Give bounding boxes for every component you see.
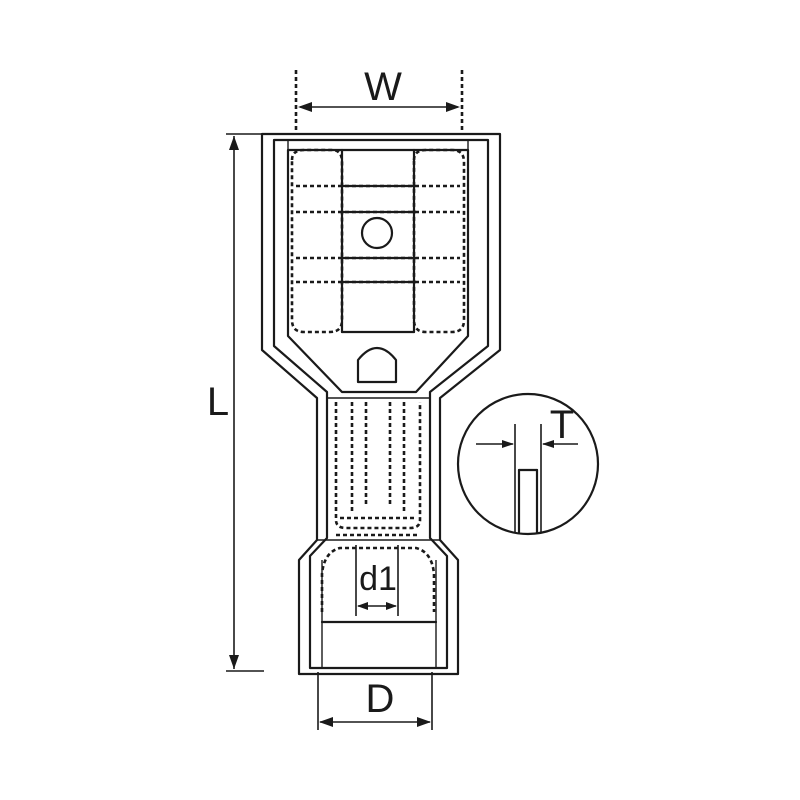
- thickness-label: T: [550, 403, 574, 447]
- dimple: [356, 346, 398, 384]
- inner-diameter-dimension: d1: [355, 545, 399, 616]
- length-label: L: [207, 380, 229, 424]
- tab-center: [340, 148, 416, 384]
- spring-contacts: [290, 148, 466, 334]
- outer-diameter-label: D: [366, 677, 395, 721]
- tab-hole: [360, 216, 394, 250]
- width-dimension: W: [294, 65, 464, 134]
- width-label: W: [364, 65, 402, 109]
- thickness-detail: T: [456, 392, 600, 536]
- outer-diameter-dimension: D: [317, 672, 433, 730]
- terminal-outline: [260, 132, 502, 676]
- length-dimension: L: [207, 133, 264, 672]
- wire-barrel: [320, 402, 436, 612]
- inner-diameter-label: d1: [359, 560, 397, 598]
